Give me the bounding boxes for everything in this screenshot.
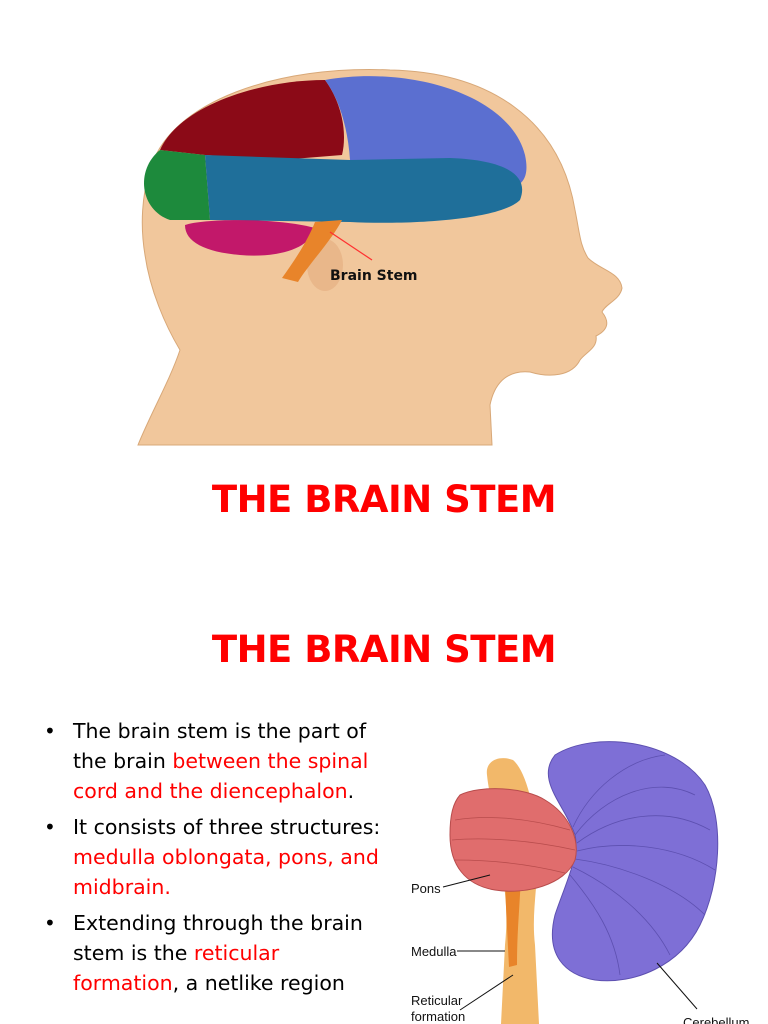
bullet-text: , a netlike region [172,971,345,995]
pons-folds [451,817,576,874]
temporal-lobe [205,155,523,223]
reticular-line [459,974,514,1011]
medulla-label: Medulla [411,944,457,959]
pons-shape [449,788,577,892]
bullet-item: Extending through the brain stem is the … [44,908,384,998]
pons-line [442,874,491,888]
slide-title-2: THE BRAIN STEM [211,628,557,671]
reticular-label-line1: Reticular [411,993,463,1008]
bullet-item: It consists of three structures: medulla… [44,812,384,902]
reticular-label-line2: formation [411,1009,465,1024]
slide-title-1: THE BRAIN STEM [211,478,557,521]
callout-line [329,231,373,261]
bullet-list: The brain stem is the part of the brain … [44,716,384,1004]
cerebellum-line [656,962,698,1010]
cerebellum-shape [547,741,719,982]
bullet-highlight: medulla oblongata, pons, and midbrain. [73,845,379,899]
brainstem-illustration: Pons Medulla Reticular formation Cerebel… [411,741,749,1024]
brain-stem [282,220,342,282]
bullet-item: The brain stem is the part of the brain … [44,716,384,806]
cerebellum-label: Cerebellum [683,1015,749,1024]
parietal-lobe [160,80,345,160]
brain-stem-callout: Brain Stem [330,268,418,284]
occipital-lobe [143,150,210,220]
bullet-text: . [347,779,355,803]
bullet-text: It consists of three structures: [73,815,381,839]
head-brain-illustration: Brain Stem [137,69,623,446]
cerebellum [185,220,315,256]
pons-label: Pons [411,881,441,896]
cerebellum-folds [569,754,716,976]
bullet-text: Extending through the brain stem is the [73,911,363,965]
bullet-highlight: reticular formation [73,941,280,995]
bullet-highlight: between the spinal cord and the dienceph… [73,749,369,803]
bullet-text: The brain stem is the part of the brain [73,719,367,773]
